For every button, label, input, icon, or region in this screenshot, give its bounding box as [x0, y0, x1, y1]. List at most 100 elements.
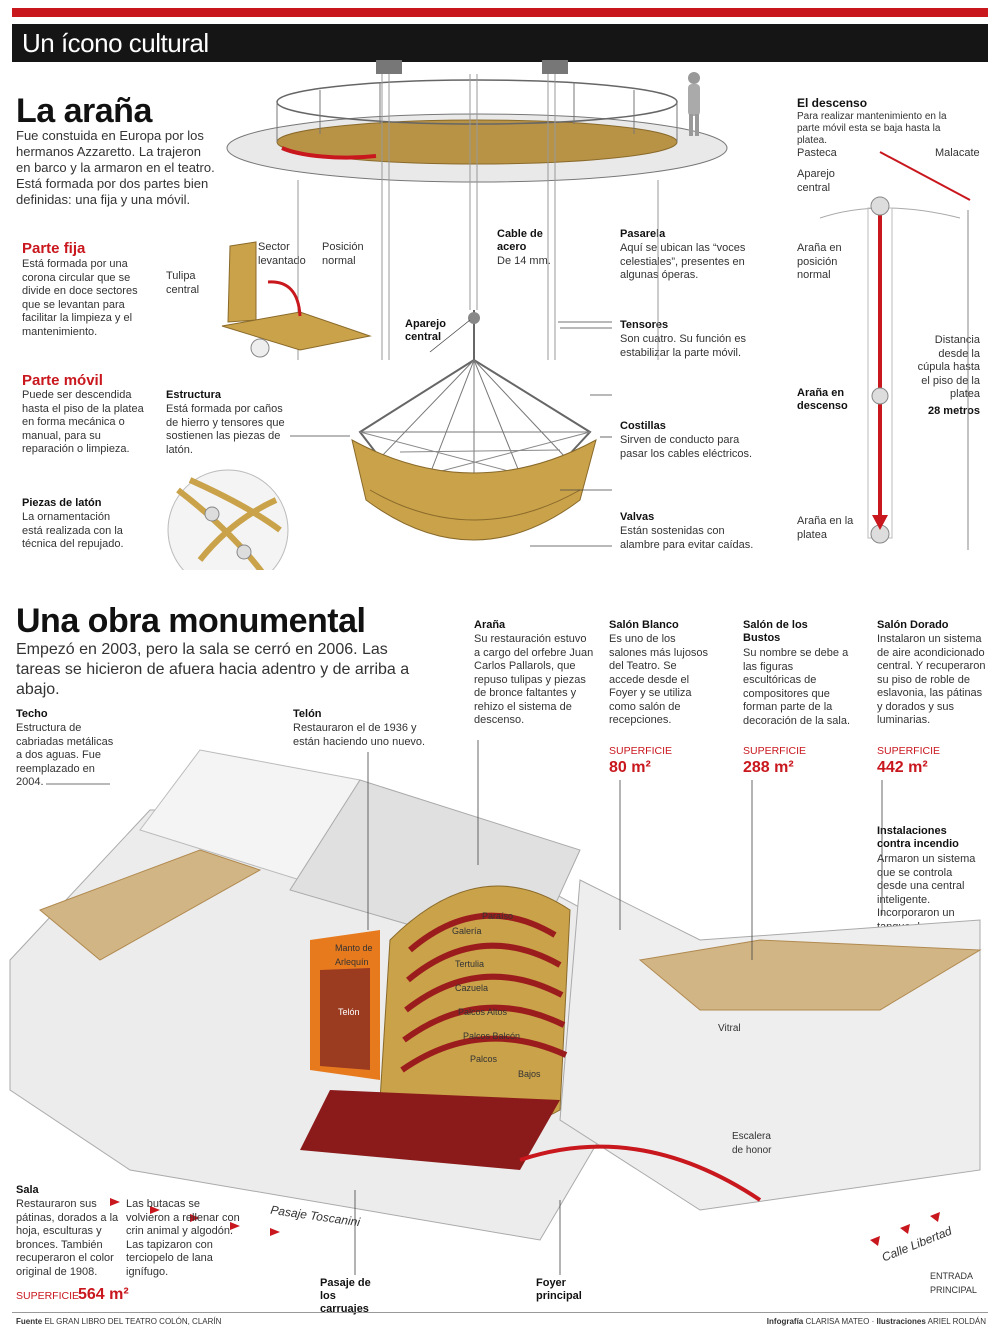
foyer-label: Foyer principal — [536, 1277, 582, 1302]
page-title: Un ícono cultural — [22, 28, 209, 58]
descenso-diagram — [819, 151, 971, 550]
pasarela-title: Pasarela — [620, 228, 666, 240]
sector-detail — [221, 241, 372, 358]
level-palcos-altos: Palcos Altos — [458, 1007, 508, 1017]
piezas-text: La ornamentación está realizada con la t… — [22, 511, 124, 550]
steel-cables — [297, 74, 659, 360]
entry-arrows — [110, 1198, 940, 1246]
level-cazuela: Cazuela — [455, 983, 489, 993]
vitral-label: Vitral — [718, 1023, 741, 1034]
arana-illustration — [167, 60, 971, 570]
pasteca-label: Pasteca — [797, 147, 837, 159]
parte-movil-text: Puede ser descendida hasta el piso de la… — [22, 389, 144, 455]
posicion-label: Posición normal — [322, 241, 364, 267]
bustos-title: Salón de los Bustos — [743, 619, 808, 644]
telon-inner-label: Telón — [338, 1007, 360, 1017]
obra-leader-lines — [46, 740, 883, 1275]
arana-leader-lines — [290, 319, 612, 547]
fuente-label: Fuente — [16, 1317, 43, 1326]
blanco-title: Salón Blanco — [609, 619, 679, 631]
title-bar: Un ícono cultural — [12, 24, 988, 62]
costillas-title: Costillas — [620, 420, 666, 432]
cable-text: De 14 mm. — [497, 255, 551, 267]
parte-movil-title: Parte móvil — [22, 372, 103, 389]
pasaje-carruajes-label: Pasaje de los carruajes — [320, 1277, 371, 1315]
valvas-title: Valvas — [620, 511, 655, 523]
dorado-sup-value: 442 m² — [877, 759, 928, 776]
pasarela-text: Aquí se ubican las “voces celestiales”, … — [620, 242, 746, 281]
dorado-text: Instalaron un sistema de aire acondicion… — [877, 633, 986, 726]
estructura-text: Está formada por caños de hierro y tenso… — [166, 403, 285, 456]
bustos-sup-value: 288 m² — [743, 759, 794, 776]
top-red-bar — [12, 8, 988, 17]
sala-title: Sala — [16, 1184, 39, 1196]
blanco-sup-label: SUPERFICIE — [609, 745, 673, 757]
arana-descenso-label: Araña en descenso — [797, 387, 848, 412]
techo-text: Estructura de cabriadas metálicas a dos … — [16, 722, 114, 788]
credits-label-1: Infografía — [766, 1317, 804, 1326]
credits-label-2: Ilustraciones — [876, 1317, 926, 1326]
distancia-text: Distancia desde la cúpula hasta el piso … — [917, 334, 980, 400]
level-palcos-balcon: Palcos Balcón — [463, 1031, 521, 1041]
teatro-colon-illustration — [9, 740, 982, 1275]
techo-title: Techo — [16, 708, 48, 720]
footer-credits: Infografía CLARISA MATEO · Ilustraciones… — [766, 1317, 986, 1326]
dorado-title: Salón Dorado — [877, 619, 949, 631]
entrada-label: ENTRADA PRINCIPAL — [930, 1271, 977, 1295]
descenso-text: Para realizar mantenimiento en la parte … — [797, 111, 947, 146]
blanco-sup-value: 80 m² — [609, 759, 651, 776]
level-palcos: Palcos — [470, 1054, 498, 1064]
person-figure — [688, 72, 700, 136]
level-bajos: Bajos — [518, 1069, 541, 1079]
chandelier — [351, 310, 597, 541]
arana-intro: Fue constuida en Europa por los hermanos… — [16, 128, 215, 207]
level-tertulia: Tertulia — [455, 959, 485, 969]
malacate-label: Malacate — [935, 147, 980, 159]
arana-platea-label: Araña en la platea — [797, 515, 854, 541]
arana-posicion-label: Araña en posición normal — [797, 242, 842, 281]
costillas-text: Sirven de conducto para pasar los cables… — [620, 434, 753, 460]
credits-name-2: ARIEL ROLDÁN — [927, 1317, 986, 1326]
laton-detail-circle — [167, 469, 289, 570]
sala-sup-label: SUPERFICIE — [16, 1290, 80, 1302]
valvas-text: Están sostenidas con alambre para evitar… — [620, 525, 754, 551]
butacas-text: Las butacas se volvieron a rellenar con … — [126, 1198, 240, 1278]
blanco-text: Es uno de los salones más lujosos del Te… — [609, 633, 709, 726]
arana-title: La araña — [16, 92, 152, 130]
parte-fija-text: Está formada por una corona circular que… — [22, 258, 138, 338]
obra-arana-text: Su restauración estuvo a cargo del orfeb… — [474, 633, 594, 726]
credits-name-1: CLARISA MATEO — [805, 1317, 870, 1326]
level-paraiso: Paraíso — [482, 911, 514, 921]
sector-label: Sector levantado — [258, 241, 306, 267]
cable-title: Cable de acero — [497, 228, 543, 253]
bustos-sup-label: SUPERFICIE — [743, 745, 807, 757]
tulipa-label: Tulipa central — [166, 270, 200, 296]
incendio-title: Instalaciones contra incendio — [877, 825, 959, 850]
manto-label: Manto de Arlequín — [335, 943, 373, 967]
escalera-label: Escalera de honor — [732, 1131, 772, 1156]
footer-divider — [12, 1312, 988, 1313]
obra-title: Una obra monumental — [16, 602, 366, 640]
obra-arana-title: Araña — [474, 619, 506, 631]
telon-title: Telón — [293, 708, 322, 720]
sala-section — [300, 885, 762, 1202]
telon-text: Restauraron el de 1936 y están haciendo … — [293, 722, 426, 748]
ceiling-pulley-icon — [376, 60, 568, 74]
distancia-value: 28 metros — [928, 405, 980, 417]
fuente-text: EL GRAN LIBRO DEL TEATRO COLÓN, CLARÍN — [44, 1317, 222, 1326]
level-galeria: Galería — [452, 926, 482, 936]
aparejo-title: Aparejo central — [405, 318, 446, 343]
obra-intro: Empezó en 2003, pero la sala se cerró en… — [16, 641, 410, 698]
tensores-text: Son cuatro. Su función es estabilizar la… — [620, 333, 746, 359]
sala-sup-value: 564 m² — [78, 1286, 129, 1303]
descenso-title: El descenso — [797, 96, 868, 110]
tensores-title: Tensores — [620, 319, 669, 331]
bustos-text: Su nombre se debe a las figuras escultór… — [743, 647, 851, 727]
parte-fija-title: Parte fija — [22, 240, 86, 257]
sala-text: Restauraron sus pátinas, dorados a la ho… — [16, 1198, 119, 1278]
dorado-sup-label: SUPERFICIE — [877, 745, 941, 757]
estructura-title: Estructura — [166, 389, 222, 401]
descenso-aparejo-label: Aparejo central — [797, 168, 835, 194]
footer-source: Fuente EL GRAN LIBRO DEL TEATRO COLÓN, C… — [16, 1317, 221, 1326]
piezas-title: Piezas de latón — [22, 497, 102, 509]
